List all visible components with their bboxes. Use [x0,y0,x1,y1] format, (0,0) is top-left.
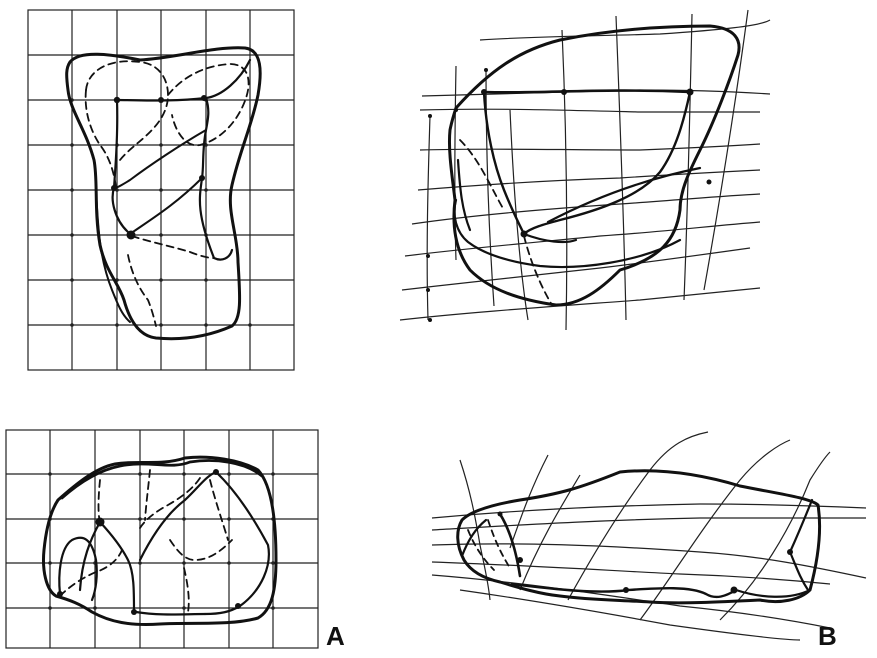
panel-label-b: B [818,623,837,649]
panel-b-top-tooth-outline [449,26,739,305]
panel-b-bottom-tooth-outline [458,471,820,603]
panel-a-top-landmarks [111,95,207,240]
panel-b-top-landmarks [426,68,712,322]
panel-a-bottom-grid-nodes [48,472,275,610]
panel-b-top-grid [400,10,770,330]
panel-a-top-tooth-outline [67,48,261,339]
panel-a-bottom-tooth-outline [44,457,277,624]
panel-b-bottom-grid [432,432,866,640]
panel-label-a: A [326,623,345,649]
